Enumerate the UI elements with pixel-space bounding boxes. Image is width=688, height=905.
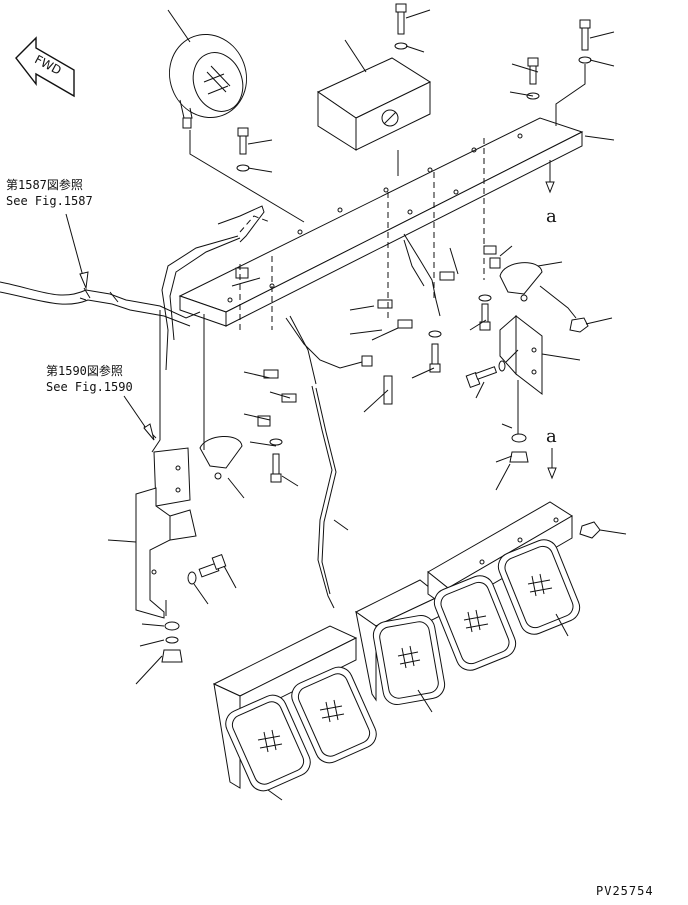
callout-a-top: a — [546, 206, 557, 227]
bolt-lower-2 — [478, 294, 492, 331]
bolt-middle-right — [465, 360, 506, 388]
bolt-lower-1 — [428, 330, 442, 373]
mounting-bracket — [178, 117, 584, 327]
nut-left — [161, 649, 183, 663]
clamp-6 — [439, 271, 455, 281]
connector-4 — [489, 257, 501, 269]
direction-arrow-a-top — [545, 160, 555, 194]
lamp-housing-left — [212, 625, 377, 792]
work-lamp — [169, 33, 247, 129]
bolt-lower-4 — [269, 438, 283, 483]
clamp-3 — [377, 299, 393, 309]
control-box — [316, 57, 432, 176]
nut-right-lower — [509, 451, 529, 463]
forward-arrow-icon — [15, 36, 75, 98]
lamp-housing-right — [427, 501, 581, 671]
callout-a-bottom: a — [546, 426, 557, 447]
connector-1 — [235, 267, 249, 279]
nut-lamp-right — [579, 521, 601, 539]
washer-left — [164, 621, 180, 644]
clamp-4 — [397, 319, 413, 329]
connector-3 — [257, 415, 271, 427]
drawing-id: PV25754 — [596, 884, 654, 898]
reference-1-en: See Fig.1587 — [6, 194, 93, 208]
reference-2-jp: 第1590図参照 — [46, 364, 123, 378]
bracket-left — [135, 447, 197, 619]
bolt-lamp — [236, 127, 250, 172]
bolt-top-1 — [394, 3, 408, 50]
clamp-1 — [263, 369, 279, 379]
relay-right — [499, 262, 543, 302]
washer-right — [511, 433, 527, 443]
bolt-left-mid — [187, 554, 227, 585]
side-bracket-right — [499, 314, 543, 396]
connector-2 — [361, 355, 373, 367]
bolt-top-2 — [578, 19, 592, 64]
nut-right — [569, 317, 589, 333]
direction-arrow-a-bottom — [547, 448, 557, 480]
reference-1-jp: 第1587図参照 — [6, 178, 83, 192]
reference-2-en: See Fig.1590 — [46, 380, 133, 394]
